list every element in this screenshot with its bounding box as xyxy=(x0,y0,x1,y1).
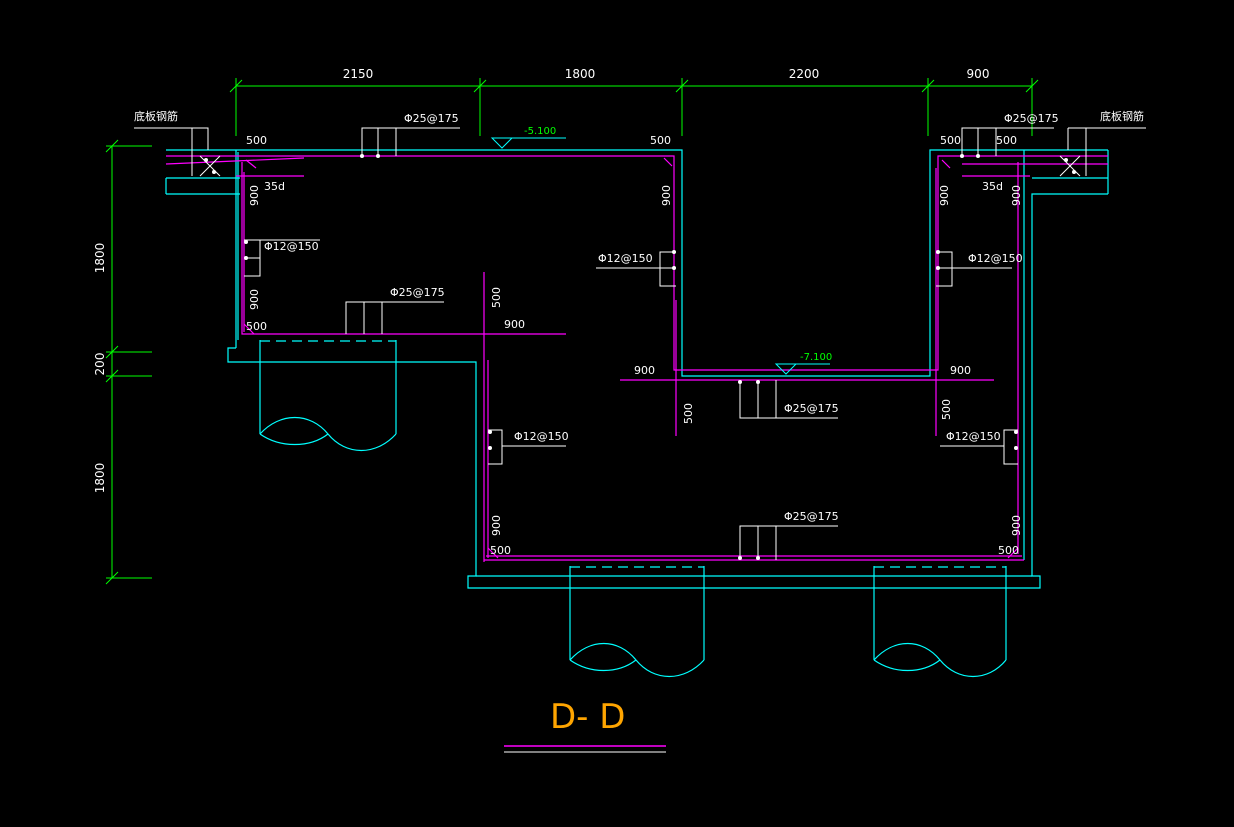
pile-right xyxy=(873,566,1007,678)
rebar-lines xyxy=(165,155,1108,562)
dim-900-h: 900 xyxy=(1010,185,1023,206)
dim-500-j: 500 xyxy=(940,399,953,420)
rebar-dots xyxy=(204,154,1076,560)
pile-left xyxy=(259,340,397,452)
dim-900-d: 900 xyxy=(248,185,261,206)
section-title: D- D xyxy=(550,697,625,737)
dim-top-1800: 1800 xyxy=(565,67,596,81)
dim-500-h: 500 xyxy=(490,287,503,308)
dim-900-f: 900 xyxy=(660,185,673,206)
dim-500-i: 500 xyxy=(682,403,695,424)
dim-900-a: 900 xyxy=(504,318,525,331)
dim-900-i: 900 xyxy=(490,515,503,536)
left-dimension-chain xyxy=(105,139,152,585)
dim-900-c: 900 xyxy=(950,364,971,377)
slab-rebar-label-right: 底板钢筋 xyxy=(1100,109,1144,123)
dim-500-b: 500 xyxy=(650,134,671,147)
concrete-outline xyxy=(165,149,1109,589)
rebar-label-top-left: Φ25@175 xyxy=(404,112,459,125)
anchor-label-left: 35d xyxy=(264,180,285,193)
rebar-label-left-wall: Φ12@150 xyxy=(264,240,319,253)
rebar-label-bottom-slab: Φ25@175 xyxy=(784,510,839,523)
rebar-label-lower-right-wall: Φ12@150 xyxy=(946,430,1001,443)
rebar-label-lower-left-wall: Φ12@150 xyxy=(514,430,569,443)
dim-900-j: 900 xyxy=(1010,515,1023,536)
dim-top-2150: 2150 xyxy=(343,67,374,81)
dim-900-b: 900 xyxy=(634,364,655,377)
dim-500-g: 500 xyxy=(998,544,1019,557)
level-marker-2 xyxy=(774,363,830,375)
dim-500-f: 500 xyxy=(490,544,511,557)
dim-900-g: 900 xyxy=(938,185,951,206)
dim-top-900: 900 xyxy=(967,67,990,81)
dim-top-2200: 2200 xyxy=(789,67,820,81)
dim-500-e: 500 xyxy=(246,320,267,333)
dim-left-1800-upper: 1800 xyxy=(93,243,107,274)
dim-500-d: 500 xyxy=(996,134,1017,147)
rebar-label-notch-wall: Φ12@150 xyxy=(598,252,653,265)
dim-900-e: 900 xyxy=(248,289,261,310)
dim-500-c: 500 xyxy=(940,134,961,147)
rebar-label-left-slab: Φ25@175 xyxy=(390,286,445,299)
top-dimension-chain xyxy=(229,78,1039,136)
rebar-label-right-wall-upper: Φ12@150 xyxy=(968,252,1023,265)
rebar-callouts xyxy=(134,127,1146,560)
anchor-label-right: 35d xyxy=(982,180,1003,193)
dim-left-1800-lower: 1800 xyxy=(93,463,107,494)
rebar-label-mid-slab: Φ25@175 xyxy=(784,402,839,415)
dim-left-200: 200 xyxy=(93,353,107,376)
level-marker-1 xyxy=(490,137,566,149)
dim-500-a: 500 xyxy=(246,134,267,147)
slab-rebar-label-left: 底板钢筋 xyxy=(134,109,178,123)
level-minus-7100: -7.100 xyxy=(800,352,832,363)
rebar-label-top-right: Φ25@175 xyxy=(1004,112,1059,125)
level-minus-5100: -5.100 xyxy=(524,126,556,137)
pile-mid xyxy=(569,566,705,678)
